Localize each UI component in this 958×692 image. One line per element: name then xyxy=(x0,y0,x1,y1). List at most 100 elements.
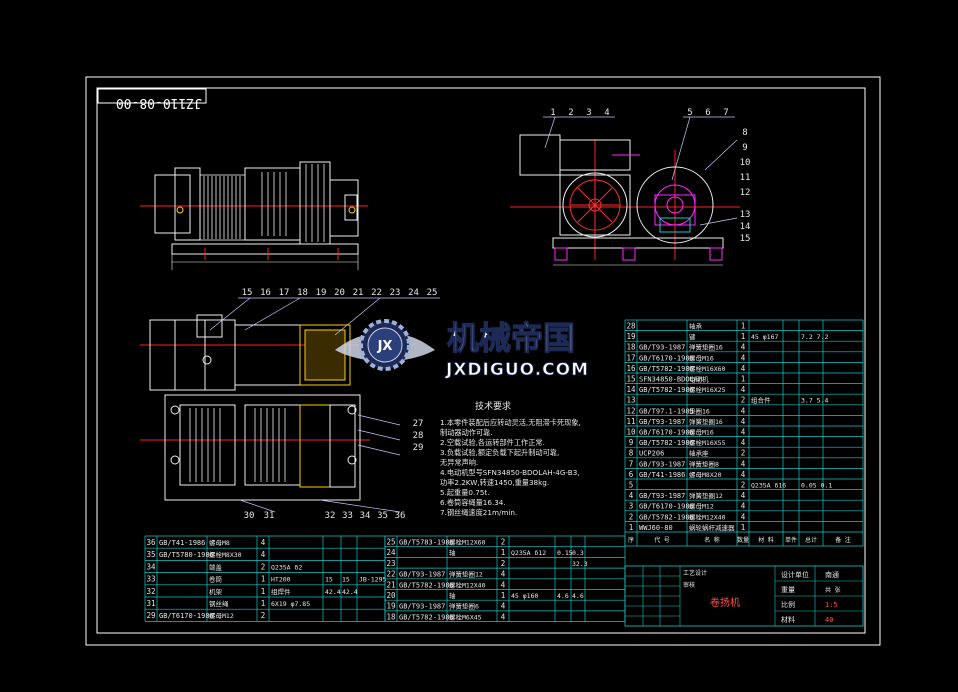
bom-cell-code: GB/T5782-1986 xyxy=(399,613,454,621)
bom-cell-mat: 组合件 xyxy=(751,396,771,405)
part-balloon: 4 xyxy=(604,108,609,118)
bom-cell-no: 31 xyxy=(146,599,155,608)
bom-cell-name: 垫圈16 xyxy=(689,406,710,415)
title-sheet-label: 共 张 xyxy=(825,586,841,594)
bom-cell-code: GB/T41-1986 xyxy=(159,539,205,547)
tech-req-line: 4.电动机型号SFN34850-BDOLAH-4G-B3, xyxy=(440,468,580,477)
bom-cell-qty: 4 xyxy=(741,417,746,426)
title-company: 南通 xyxy=(825,570,839,579)
bom-cell-name: 弹簧垫圈8 xyxy=(689,459,719,468)
part-balloon: 24 xyxy=(408,288,419,298)
part-balloon: 19 xyxy=(316,288,327,298)
part-balloon: 35 xyxy=(377,511,388,521)
part-balloon: 32 xyxy=(325,511,336,521)
bom-cell-no: 15 xyxy=(626,375,635,384)
part-balloon: 12 xyxy=(740,188,751,198)
bom-cell-no: 29 xyxy=(146,611,155,620)
tech-req-line: 6.卷筒容绳量16.34. xyxy=(440,498,506,507)
bom-cell-no: 19 xyxy=(626,332,635,341)
bom-cell-name: 电动机 xyxy=(689,375,709,384)
bom-cell-mat: Q235A δ2 xyxy=(271,563,302,571)
bom-cell-no: 34 xyxy=(146,562,156,571)
bom-cell-code: GB/T6170-1986 xyxy=(639,503,694,511)
bom-cell-code: GB/T5782-1986 xyxy=(639,513,694,521)
bom-header-cell: 代 号 xyxy=(654,536,670,544)
bom-cell-weight: 0.3 xyxy=(572,549,584,557)
part-balloon: 15 xyxy=(740,234,751,244)
bom-cell-qty: 1 xyxy=(261,599,266,608)
bom-cell-note: 3.7 5.4 xyxy=(801,397,828,405)
bom-cell-qty: 4 xyxy=(261,550,266,559)
bom-cell-name: 弹簧垫圈16 xyxy=(689,417,723,426)
bom-cell-qty: 2 xyxy=(741,396,746,405)
bom-header-cell: 单件 xyxy=(785,536,797,544)
part-balloon: 10 xyxy=(740,158,751,168)
bom-cell-qty: 4 xyxy=(741,353,746,362)
bom-cell-no: 13 xyxy=(626,396,635,405)
bom-cell-qty: 2 xyxy=(501,538,506,547)
bom-cell-no: 2 xyxy=(629,512,634,521)
bom-cell-name: 螺母M8X20 xyxy=(689,470,722,479)
part-balloon: 1 xyxy=(550,108,555,118)
bom-header-cell: 总计 xyxy=(805,536,817,544)
bom-cell-qty: 2 xyxy=(501,559,506,568)
bom-header-cell: 材 料 xyxy=(758,536,774,544)
bom-cell-qty: 2 xyxy=(741,449,746,458)
tech-req-line: 3.负载试验,额定负载下起升制动可靠, xyxy=(440,448,559,457)
part-balloon: 18 xyxy=(297,288,308,298)
bom-cell-name: 蜗轮蜗杆减速器 xyxy=(689,523,735,532)
part-balloon: 28 xyxy=(413,431,424,441)
bom-cell-name: 螺母M12 xyxy=(209,611,234,620)
bom-cell-qty: 4 xyxy=(741,470,746,479)
bom-cell-mat: 45 φ160 xyxy=(511,592,538,600)
bom-cell-qty: 1 xyxy=(741,322,746,331)
bom-cell-code: GB/T97.1-1985 xyxy=(639,407,694,415)
part-balloon: 6 xyxy=(705,108,710,118)
watermark-badge: JX xyxy=(377,339,393,354)
bom-cell-name: 轴 xyxy=(449,591,456,600)
bom-cell-qty: 2 xyxy=(261,611,266,620)
bom-cell-name: 机架 xyxy=(209,587,223,596)
bom-cell-qty: 1 xyxy=(501,548,506,557)
bom-cell-no: 24 xyxy=(386,548,396,557)
bom-cell-no: 9 xyxy=(629,438,634,447)
bom-cell-qty: 1 xyxy=(261,587,266,596)
bom-cell-no: 8 xyxy=(629,449,634,458)
tech-req-line: 5.起重量0.75t. xyxy=(440,488,490,497)
bom-cell-qty: 2 xyxy=(741,481,746,490)
bom-cell-qty: 1 xyxy=(741,523,746,532)
bom-cell-mat: 组焊件 xyxy=(271,587,291,596)
bom-cell-name: 螺母M8 xyxy=(209,538,230,547)
tech-req-line: 功率2.2KW,转速1450,重量38kg. xyxy=(440,478,549,487)
bom-cell-no: 10 xyxy=(626,428,636,437)
bom-cell-name: 螺栓M16X55 xyxy=(689,438,726,447)
bom-cell-no: 1 xyxy=(629,523,634,532)
part-balloon: 11 xyxy=(740,173,751,183)
part-balloon: 9 xyxy=(742,143,747,153)
bom-cell-no: 16 xyxy=(626,364,636,373)
part-balloon: 13 xyxy=(740,210,751,220)
bom-cell-name: 螺栓M6X45 xyxy=(449,612,482,621)
bom-cell-weight: 42.4 xyxy=(325,588,341,596)
title-mass: 40 xyxy=(825,616,833,624)
part-balloon: 25 xyxy=(427,288,438,298)
bom-cell-mat: Q235A δ16 xyxy=(751,482,786,490)
title-scale-label: 比例 xyxy=(781,600,795,609)
front-view xyxy=(140,161,368,270)
bom-cell-no: 20 xyxy=(386,591,396,600)
bom-cell-mat: 6X19 φ7.85 xyxy=(271,600,310,608)
bom-cell-name: 键 xyxy=(689,332,696,341)
watermark-brand-en: JXDIGUO.COM xyxy=(445,360,589,380)
watermark-logo: JX 机械帝国 JXDIGUO.COM xyxy=(335,318,589,380)
part-balloon: 7 xyxy=(723,108,728,118)
bom-cell-code: GB/T6170-1986 xyxy=(639,429,694,437)
part-balloon: 31 xyxy=(264,511,275,521)
bom-cell-qty: 2 xyxy=(261,562,266,571)
bom-cell-code: GB/T93-1987 xyxy=(639,492,685,500)
bom-cell-name: 轴承 xyxy=(689,322,703,331)
drawing-name: 卷扬机 xyxy=(710,596,740,609)
bom-cell-no: 17 xyxy=(626,353,635,362)
bom-header-cell: 数量 xyxy=(737,536,749,544)
